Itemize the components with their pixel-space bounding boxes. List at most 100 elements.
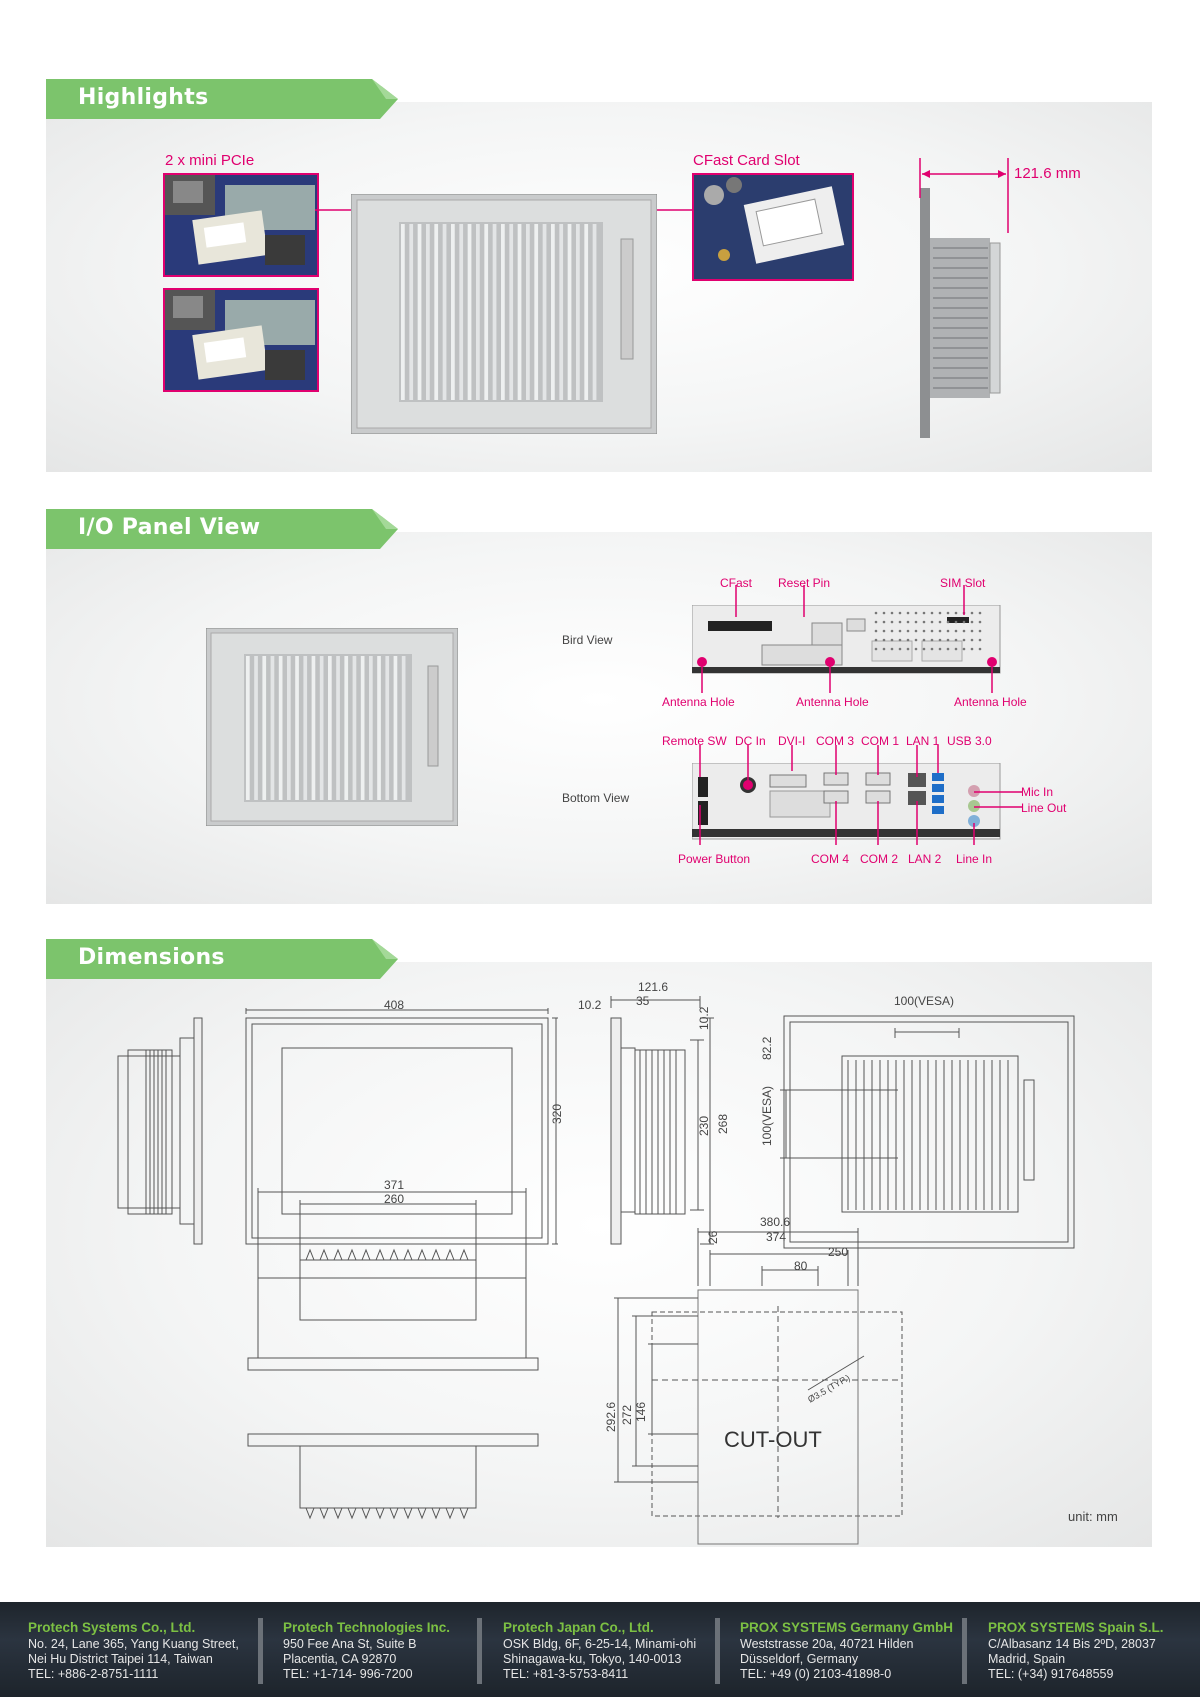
io-rear-panel bbox=[206, 628, 458, 826]
vent-hole bbox=[930, 611, 934, 615]
vent-hole bbox=[930, 620, 934, 624]
highlights-tab: Highlights bbox=[46, 79, 398, 119]
tab-shape bbox=[46, 79, 398, 119]
vent-hole bbox=[882, 611, 886, 615]
heatsink-fin bbox=[459, 224, 464, 400]
heatsink-fin bbox=[352, 656, 357, 800]
heatsink-fin bbox=[584, 224, 589, 400]
dim-2926: 292.6 bbox=[604, 1401, 618, 1432]
dimension-drawings bbox=[117, 996, 1075, 1545]
vent-hole bbox=[914, 629, 918, 633]
heatsink-fin bbox=[526, 224, 530, 400]
line-out-label: Line Out bbox=[1021, 801, 1067, 815]
heatsink-fin bbox=[262, 656, 267, 800]
heatsink-fin bbox=[509, 224, 514, 400]
vent-hole bbox=[946, 611, 950, 615]
heatsink-fin bbox=[401, 224, 405, 400]
dvi-i-label: DVI-I bbox=[778, 734, 806, 748]
lan1-label: LAN 1 bbox=[906, 734, 940, 748]
vent-hole bbox=[906, 647, 910, 651]
heatsink-fin bbox=[517, 224, 522, 400]
dim-1216: 121.6 bbox=[638, 980, 669, 994]
dim-35: 35 bbox=[636, 994, 650, 1008]
vent-hole bbox=[946, 638, 950, 642]
footer-company-4: PROX SYSTEMS Germany GmbH Weststrasse 20… bbox=[740, 1620, 954, 1681]
vent-hole bbox=[906, 611, 910, 615]
vent-hole bbox=[890, 647, 894, 651]
bird-callouts bbox=[697, 585, 997, 693]
dim-272: 272 bbox=[620, 1404, 634, 1425]
dim-374: 374 bbox=[766, 1230, 787, 1244]
heatsink-fin bbox=[417, 224, 422, 400]
bird-antenna-3-label: Antenna Hole bbox=[954, 695, 1027, 709]
heatsink-fin bbox=[336, 656, 340, 800]
heatsink-fin bbox=[542, 224, 547, 400]
dim-vesa-v: 100(VESA) bbox=[760, 1085, 774, 1146]
vent-hole bbox=[978, 647, 982, 651]
side-view-photo bbox=[920, 188, 1001, 438]
dim-408: 408 bbox=[384, 998, 405, 1012]
heatsink-fin bbox=[567, 224, 572, 400]
heatsink-fin bbox=[476, 224, 480, 400]
vent-hole bbox=[874, 629, 878, 633]
heatsink-fin bbox=[303, 656, 308, 800]
vent-hole bbox=[906, 629, 910, 633]
tab-shape bbox=[46, 509, 398, 549]
vent-hole bbox=[898, 611, 902, 615]
heatsink-fin bbox=[295, 656, 299, 800]
vent-hole bbox=[978, 611, 982, 615]
dc-in-label: DC In bbox=[735, 734, 766, 748]
heatsink-fin bbox=[369, 656, 373, 800]
bird-antenna-2-label: Antenna Hole bbox=[796, 695, 869, 709]
heatsink-fin bbox=[377, 656, 381, 800]
footer-separator bbox=[477, 1618, 482, 1684]
depth-label: 121.6 mm bbox=[1014, 165, 1081, 182]
heatsink-fin bbox=[270, 656, 275, 800]
footer-company-5: PROX SYSTEMS Spain S.L. C/Albasanz 14 Bi… bbox=[988, 1620, 1164, 1681]
vent-hole bbox=[906, 620, 910, 624]
com3-label: COM 3 bbox=[816, 734, 855, 748]
dim-3806: 380.6 bbox=[760, 1215, 791, 1229]
com1-label: COM 1 bbox=[861, 734, 900, 748]
dim-260: 260 bbox=[384, 1192, 405, 1206]
vent-hole bbox=[890, 638, 894, 642]
heatsink-fin bbox=[467, 224, 472, 400]
vent-hole bbox=[954, 647, 958, 651]
cfast-label: CFast Card Slot bbox=[693, 152, 800, 169]
mic-in-label: Mic In bbox=[1021, 785, 1054, 799]
vent-hole bbox=[914, 620, 918, 624]
heatsink-fin bbox=[442, 224, 447, 400]
vent-hole bbox=[946, 629, 950, 633]
vent-hole bbox=[962, 629, 966, 633]
heatsink-fin bbox=[319, 656, 324, 800]
vent-hole bbox=[922, 629, 926, 633]
line-in-label: Line In bbox=[956, 852, 993, 866]
vent-hole bbox=[882, 638, 886, 642]
bird-cfast-label: CFast bbox=[720, 576, 753, 590]
rear-panel-photo bbox=[351, 194, 657, 434]
com2-label: COM 2 bbox=[860, 852, 899, 866]
heatsink-fin bbox=[328, 656, 332, 800]
bottom-view-label: Bottom View bbox=[562, 791, 630, 805]
dim-146: 146 bbox=[634, 1401, 648, 1422]
power-button-label: Power Button bbox=[678, 852, 751, 866]
vent-hole bbox=[970, 629, 974, 633]
vent-hole bbox=[938, 638, 942, 642]
vent-hole bbox=[882, 647, 886, 651]
vent-hole bbox=[938, 629, 942, 633]
vent-hole bbox=[938, 620, 942, 624]
dim-vesa-h: 100(VESA) bbox=[894, 994, 955, 1008]
cfast-photo bbox=[692, 173, 854, 281]
vent-hole bbox=[898, 629, 902, 633]
vent-hole bbox=[946, 620, 950, 624]
footer-separator bbox=[715, 1618, 720, 1684]
heatsink-fin bbox=[393, 656, 398, 800]
dim-822: 82.2 bbox=[760, 1036, 774, 1060]
footer-separator bbox=[962, 1618, 967, 1684]
footer-company-2: Protech Technologies Inc. 950 Fee Ana St… bbox=[283, 1620, 451, 1681]
vent-hole bbox=[962, 647, 966, 651]
heatsink-fin bbox=[492, 224, 497, 400]
vent-hole bbox=[954, 620, 958, 624]
cutout-label: CUT-OUT bbox=[724, 1427, 822, 1452]
dim-268: 268 bbox=[716, 1113, 730, 1134]
